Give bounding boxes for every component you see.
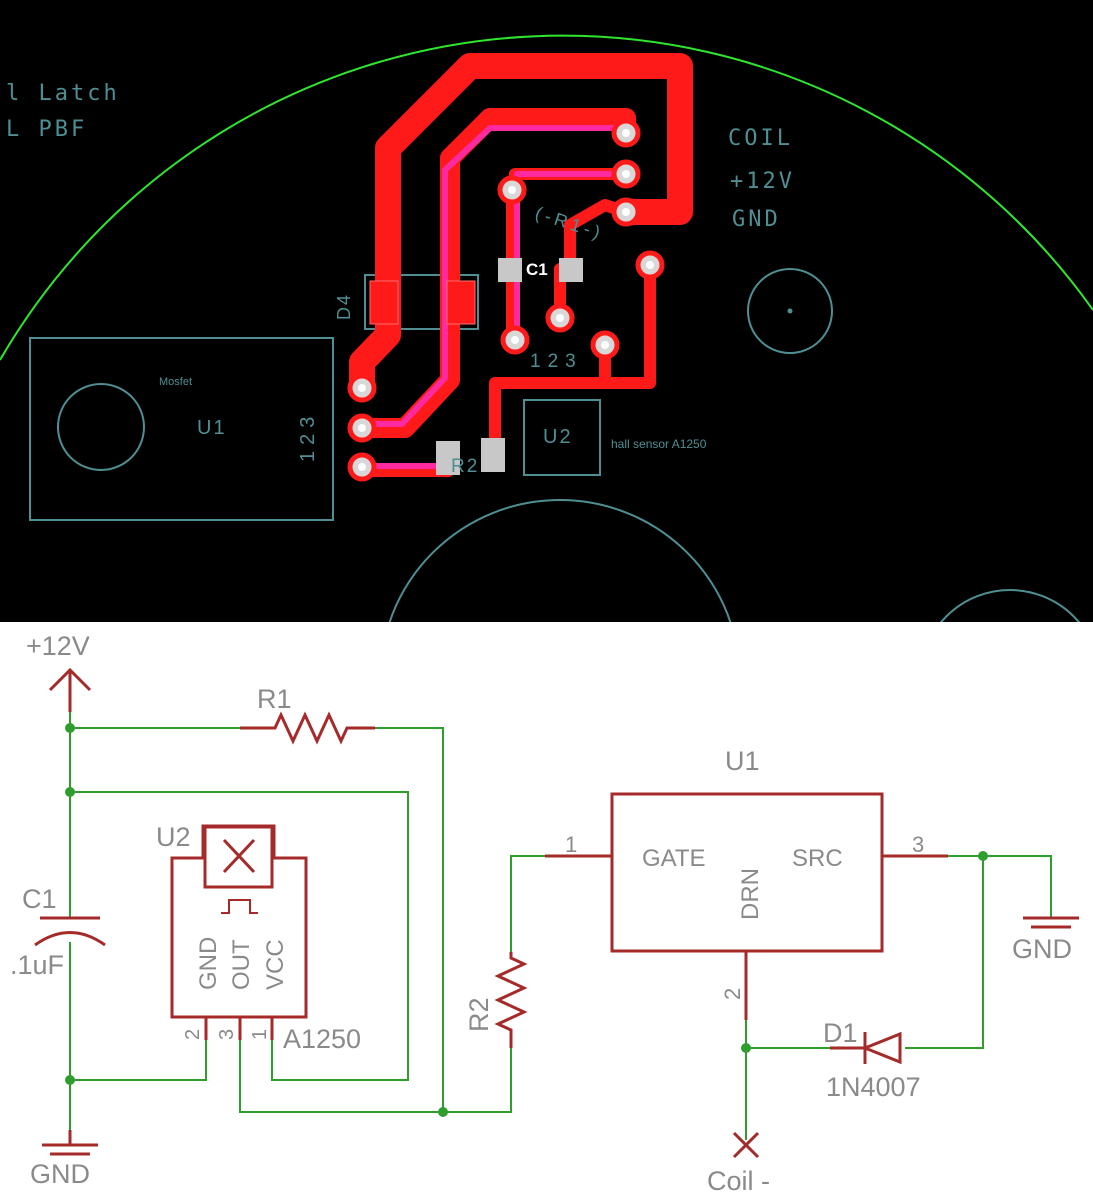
wire-out-u2 bbox=[239, 1022, 512, 1113]
junction-src bbox=[978, 851, 988, 861]
label-src: SRC bbox=[792, 845, 843, 872]
mount-hole-right bbox=[747, 268, 833, 354]
silk-text-coil: COIL bbox=[728, 126, 793, 151]
u2-footprint bbox=[523, 399, 601, 476]
label-u2-pin2: 2 bbox=[182, 1029, 204, 1040]
board-outline bbox=[0, 34, 1093, 361]
parts bbox=[34, 667, 1079, 1159]
trace-middle-loop bbox=[352, 108, 636, 438]
trace-highlight-middle bbox=[362, 125, 626, 427]
silk-text-gnd: GND bbox=[732, 207, 781, 232]
c1-designator: C1 bbox=[526, 260, 548, 279]
junction-out bbox=[438, 1107, 448, 1117]
junction-r1 bbox=[65, 723, 75, 733]
junction-drain bbox=[741, 1043, 751, 1053]
label-u1-pin1: 1 bbox=[565, 832, 577, 857]
label-c1-value: .1uF bbox=[10, 950, 64, 980]
trace-r1-right bbox=[599, 259, 656, 389]
u2-body bbox=[170, 824, 308, 1019]
u1-footprint bbox=[29, 337, 334, 521]
pcb-background bbox=[0, 0, 1093, 622]
th-pad-holes bbox=[358, 129, 654, 471]
u2-x-icon bbox=[222, 838, 256, 874]
u1-pin-numbers: 123 bbox=[297, 411, 319, 462]
label-u1-pin3: 3 bbox=[912, 832, 924, 857]
r2-pad-2 bbox=[481, 438, 505, 472]
label-u1-pin2: 2 bbox=[720, 988, 745, 1000]
supply-arrow-icon bbox=[48, 667, 92, 712]
u2-pin-numbers: 123 bbox=[530, 351, 583, 372]
d4-pad-2 bbox=[446, 280, 476, 325]
trace-outer-loop bbox=[349, 53, 693, 401]
label-d1: D1 bbox=[823, 1018, 858, 1048]
label-d1-value: 1N4007 bbox=[826, 1072, 921, 1102]
r2-resistor-symbol bbox=[494, 952, 528, 1048]
junction-gnd bbox=[65, 1075, 75, 1085]
d4-designator: D4 bbox=[334, 293, 354, 320]
label-u2-vcc: VCC bbox=[262, 939, 289, 990]
silk-text-latch: l Latch bbox=[6, 81, 120, 106]
r1-resistor-symbol bbox=[240, 711, 375, 745]
label-gate: GATE bbox=[642, 845, 706, 872]
coil-minus-x-icon bbox=[732, 1131, 760, 1159]
junctions bbox=[65, 723, 988, 1117]
u2-designator: U2 bbox=[543, 426, 573, 448]
d4-footprint bbox=[364, 274, 479, 330]
label-u1: U1 bbox=[725, 746, 760, 776]
schematic: +12V R1 U1 U2 C1 .1uF GND GND GATE SRC D… bbox=[0, 622, 1093, 1200]
gnd-symbol-right bbox=[1023, 916, 1079, 929]
u2-sensor-window bbox=[203, 825, 274, 889]
label-u2-gnd: GND bbox=[195, 937, 222, 990]
label-gnd-right: GND bbox=[1012, 934, 1072, 964]
u2-pulse-icon bbox=[221, 899, 258, 914]
d4-pad-1 bbox=[369, 280, 399, 325]
label-u2: U2 bbox=[156, 822, 191, 852]
pcb-layout: l Latch L PBF COIL +12V GND U1 Mosfet 12… bbox=[0, 0, 1093, 861]
schematic-background bbox=[0, 622, 1093, 1200]
label-gnd-left: GND bbox=[30, 1159, 90, 1189]
label-r1: R1 bbox=[257, 684, 292, 714]
silk-text-pbf: L PBF bbox=[6, 117, 87, 142]
c1-capacitor-symbol bbox=[34, 916, 106, 947]
label-u2-pin1: 1 bbox=[249, 1029, 271, 1040]
r2-designator: R2 bbox=[451, 456, 479, 477]
c1-pad-2 bbox=[559, 258, 583, 282]
wire-r2-gate bbox=[510, 855, 545, 952]
c1-pad-1 bbox=[498, 258, 522, 282]
mosfet-label: Mosfet bbox=[159, 376, 192, 388]
mount-hole-right-center bbox=[787, 308, 793, 314]
wire-r1-right bbox=[375, 727, 444, 1112]
r2-pad-1 bbox=[436, 441, 460, 475]
u2-pins bbox=[204, 1017, 274, 1040]
junction-vcc bbox=[65, 787, 75, 797]
labels: +12V R1 U1 U2 C1 .1uF GND GND GATE SRC D… bbox=[10, 631, 1072, 1196]
wires bbox=[69, 690, 1052, 1145]
wire-gnd-u2 bbox=[70, 1022, 207, 1081]
label-coil-minus: Coil - bbox=[707, 1166, 770, 1196]
label-12v: +12V bbox=[26, 631, 90, 661]
wire-src-diode bbox=[905, 856, 984, 1049]
label-u2-out: OUT bbox=[228, 939, 255, 990]
label-c1: C1 bbox=[22, 884, 57, 914]
label-a1250: A1250 bbox=[283, 1024, 361, 1054]
label-u2-pin3: 3 bbox=[216, 1029, 238, 1040]
u1-pins bbox=[545, 854, 948, 1020]
d1-diode-symbol bbox=[830, 1031, 902, 1065]
silk-text-12v: +12V bbox=[730, 169, 795, 194]
u1-heatsink-hole bbox=[57, 383, 145, 471]
label-r2: R2 bbox=[464, 997, 494, 1032]
trace-u2-r2 bbox=[489, 377, 611, 458]
gnd-symbol-left bbox=[42, 1130, 98, 1156]
u1-designator: U1 bbox=[197, 417, 227, 439]
label-drn: DRN bbox=[737, 868, 764, 920]
wire-vcc bbox=[70, 791, 409, 1081]
hall-sensor-label: hall sensor A1250 bbox=[611, 437, 707, 451]
